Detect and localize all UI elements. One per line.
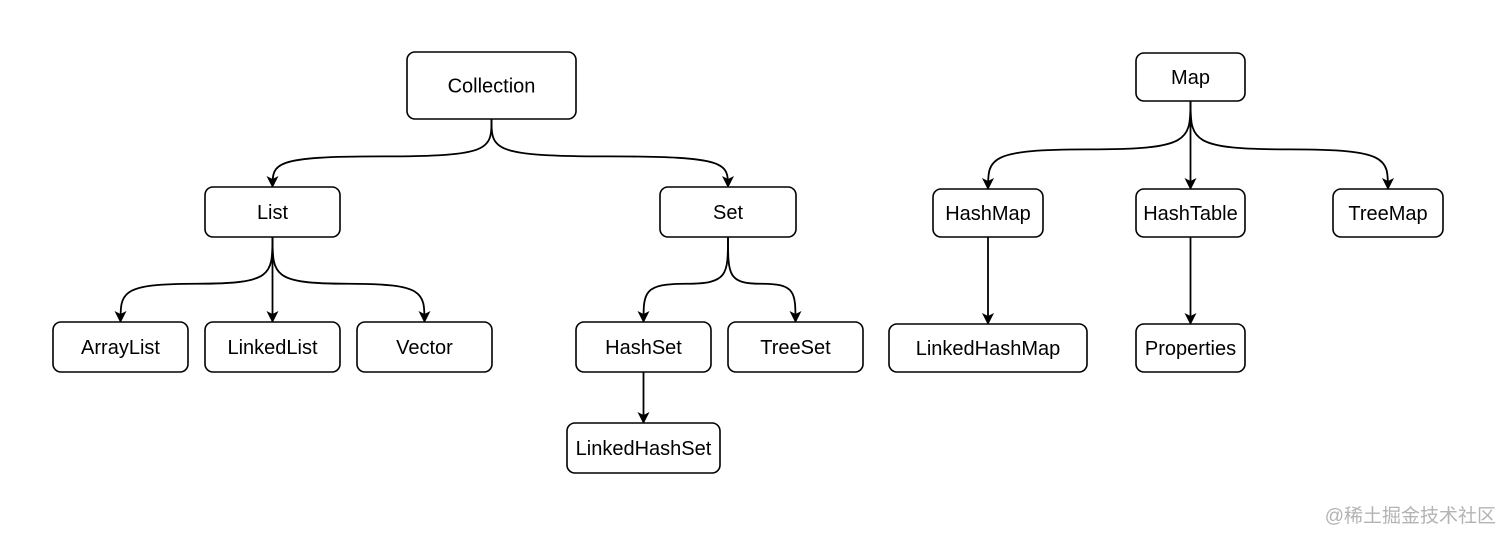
node-vector: Vector	[356, 321, 493, 373]
edge-set-to-treeset	[727, 236, 802, 323]
node-label-linkedhashset: LinkedHashSet	[576, 438, 712, 460]
node-box-hashset	[575, 321, 712, 373]
node-map: Map	[1135, 52, 1246, 102]
node-box-linkedhashmap	[888, 323, 1088, 373]
node-label-set: Set	[713, 202, 743, 224]
edge-set-to-hashset	[637, 236, 729, 323]
edge-list-to-arraylist	[114, 236, 274, 323]
node-arraylist: ArrayList	[52, 321, 189, 373]
node-hashtable: HashTable	[1135, 188, 1246, 238]
node-treemap: TreeMap	[1332, 188, 1444, 238]
node-box-map	[1135, 52, 1246, 102]
node-list: List	[204, 186, 341, 238]
node-box-vector	[356, 321, 493, 373]
node-properties: Properties	[1135, 323, 1246, 373]
node-hashset: HashSet	[575, 321, 712, 373]
edge-collection-to-list	[266, 118, 493, 188]
node-box-linkedlist	[204, 321, 341, 373]
node-collection: Collection	[406, 51, 577, 120]
edge-map-to-hashmap	[982, 100, 1192, 190]
node-treeset: TreeSet	[727, 321, 864, 373]
node-box-hashmap	[932, 188, 1044, 238]
node-box-arraylist	[52, 321, 189, 373]
node-box-hashtable	[1135, 188, 1246, 238]
node-box-properties	[1135, 323, 1246, 373]
node-linkedhashmap: LinkedHashMap	[888, 323, 1088, 373]
node-box-treeset	[727, 321, 864, 373]
node-label-hashmap: HashMap	[945, 203, 1031, 225]
node-label-linkedhashmap: LinkedHashMap	[916, 338, 1061, 360]
node-label-list: List	[257, 202, 289, 224]
node-box-treemap	[1332, 188, 1444, 238]
node-linkedhashset: LinkedHashSet	[566, 422, 721, 474]
edge-collection-to-set	[490, 118, 734, 188]
node-label-properties: Properties	[1145, 338, 1236, 360]
node-label-vector: Vector	[396, 337, 453, 359]
node-label-arraylist: ArrayList	[81, 337, 160, 359]
edge-list-to-vector	[271, 236, 431, 323]
node-label-linkedlist: LinkedList	[227, 337, 318, 359]
node-label-hashset: HashSet	[605, 337, 682, 359]
node-label-collection: Collection	[448, 76, 536, 98]
node-label-treemap: TreeMap	[1348, 203, 1427, 225]
node-box-set	[659, 186, 797, 238]
node-hashmap: HashMap	[932, 188, 1044, 238]
node-set: Set	[659, 186, 797, 238]
node-label-hashtable: HashTable	[1143, 203, 1238, 225]
node-box-list	[204, 186, 341, 238]
node-linkedlist: LinkedList	[204, 321, 341, 373]
watermark-text: @稀土掘金技术社区	[1324, 506, 1496, 527]
edges-layer	[114, 100, 1394, 424]
node-box-linkedhashset	[566, 422, 721, 474]
node-label-map: Map	[1171, 67, 1210, 89]
node-box-collection	[406, 51, 577, 120]
node-label-treeset: TreeSet	[760, 337, 831, 359]
edge-map-to-treemap	[1189, 100, 1394, 190]
